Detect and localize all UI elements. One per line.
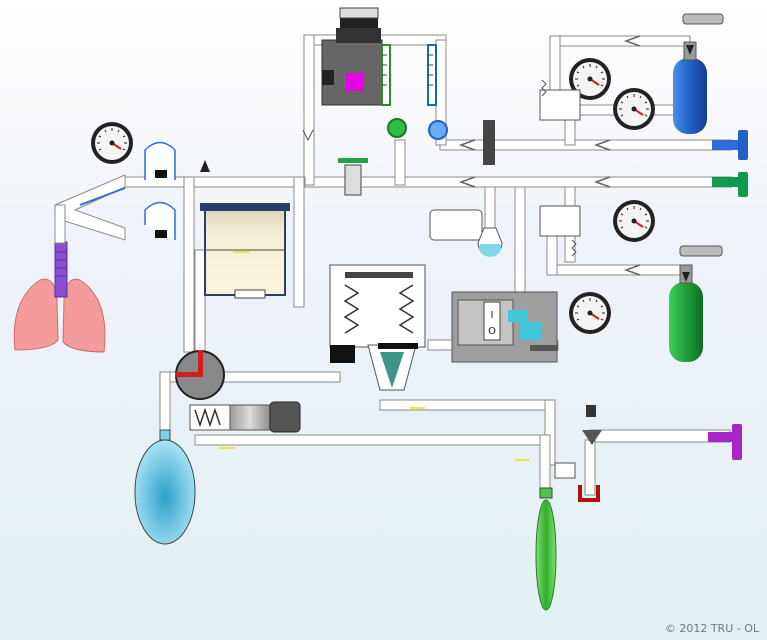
pressure-regulators [539,79,581,257]
humidifier-flask [429,209,503,257]
trachea [54,241,68,298]
co2-absorber-canister [200,203,290,299]
flow-arrows [458,35,641,276]
vaporizer-outlet [530,345,558,351]
ventilator-bag [535,487,557,611]
circuit-pressure-gauge-icon [90,121,134,165]
patient-lungs [13,241,106,353]
pipeline-connectors [708,130,748,460]
scavenger-valve [554,405,602,502]
flow-indicator-marks [218,251,530,461]
vaporizer-indicator-bottom: O [488,326,496,337]
oxygen-cylinder [673,13,724,134]
oxygen-flow-knob-icon [428,120,448,140]
check-valve-icon [200,160,210,172]
oxygen-pipeline-gauge-icon [612,87,656,131]
air-cylinder [669,245,723,362]
flowmeter-bank [302,7,448,196]
copyright-notice: © 2012 TRU - OL [664,622,759,635]
inspiratory-valve [144,141,176,180]
reservoir-bag [134,429,196,545]
air-pipeline-gauge-icon [612,199,656,243]
vaporizer-unit: I O [451,291,558,363]
vaporizer-indicator-top: I [491,310,494,321]
air-flow-knob-icon [387,118,407,138]
y-piece [54,174,126,244]
air-cylinder-gauge-icon [568,291,612,335]
flow-control-valve [483,120,495,165]
ventilator-bellows [329,264,426,391]
expiratory-valve [144,201,176,240]
apl-valve [175,350,301,433]
